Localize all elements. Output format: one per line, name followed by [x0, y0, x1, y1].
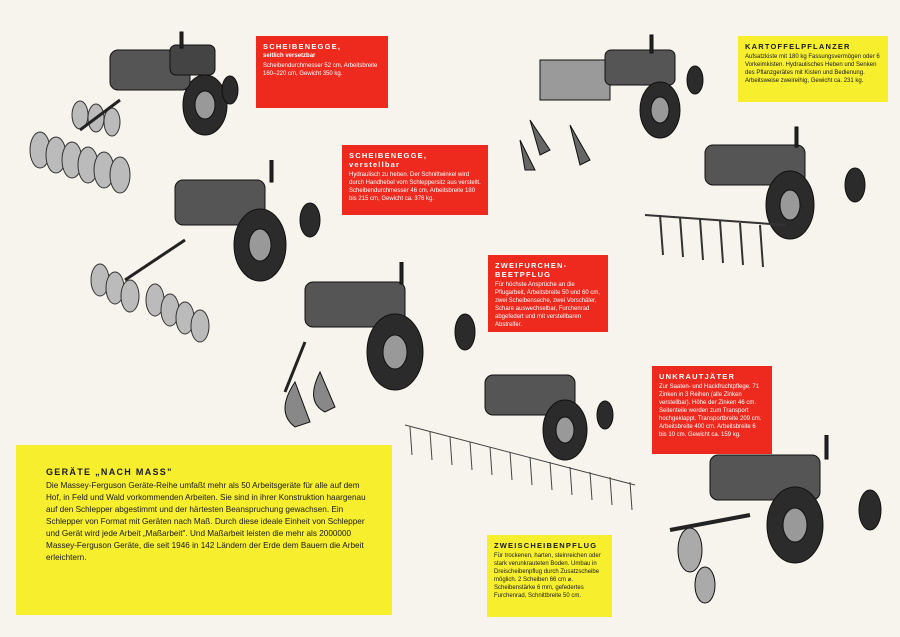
info-box-kartoffelpflanzer: KARTOFFELPFLANZER Aufsatzkiste mit 180 k… [738, 36, 888, 102]
tractor-cultivator-image [645, 126, 866, 268]
box-title: ZWEISCHEIBENPFLUG [494, 541, 598, 550]
box-text: Für trockenen, harten, steinreichen oder… [494, 553, 601, 599]
box-title: ZWEIFURCHEN-BEETPFLUG [495, 261, 568, 279]
tractor-weeder-image [404, 374, 636, 511]
info-box-scheibenegge-adjustable: SCHEIBENEGGE, verstellbar Hydraulisch zu… [342, 145, 488, 215]
box-text: Hydraulisch zu heben. Der Schnittwinkel … [349, 172, 481, 202]
tractor-two-disc-plough-image [669, 435, 882, 604]
box-text: Für höchste Ansprüche an die Pflugarbeit… [495, 282, 601, 328]
box-text: Scheibendurchmesser 52 cm, Arbeitsbreite… [263, 63, 378, 77]
tractor-disc-harrow-offset-image [29, 31, 239, 194]
tractor-two-furrow-plough-image [283, 262, 476, 428]
box-title: SCHEIBENEGGE, verstellbar [349, 151, 428, 169]
box-title: KARTOFFELPFLANZER [745, 42, 851, 51]
info-box-zweischeibenpflug: ZWEISCHEIBENPFLUG Für trockenen, harten,… [487, 535, 612, 617]
info-box-scheibenegge-offset: SCHEIBENEGGE, seitlich versetzbar Scheib… [256, 36, 388, 108]
main-text: Die Massey-Ferguson Geräte-Reihe umfaßt … [46, 481, 366, 562]
box-text: Aufsatzkiste mit 180 kg Fassungsvermögen… [745, 54, 880, 84]
box-title: SCHEIBENEGGE, [263, 42, 342, 51]
info-box-zweifurchen-beetpflug: ZWEIFURCHEN-BEETPFLUG Für höchste Ansprü… [488, 255, 608, 332]
box-text: Zur Saaten- und Hackfruchtpflege. 71 Zin… [659, 384, 762, 438]
tractor-potato-planter-image [519, 34, 704, 171]
box-title: UNKRAUTJÄTER [659, 372, 736, 381]
info-box-unkrautjaeter: UNKRAUTJÄTER Zur Saaten- und Hackfruchtp… [652, 366, 772, 454]
tractor-disc-harrow-adjustable-image [90, 160, 321, 343]
box-subtitle: seitlich versetzbar [263, 53, 316, 59]
main-text-box: GERÄTE „NACH MASS" Die Massey-Ferguson G… [16, 445, 392, 615]
main-title: GERÄTE „NACH MASS" [46, 467, 173, 477]
